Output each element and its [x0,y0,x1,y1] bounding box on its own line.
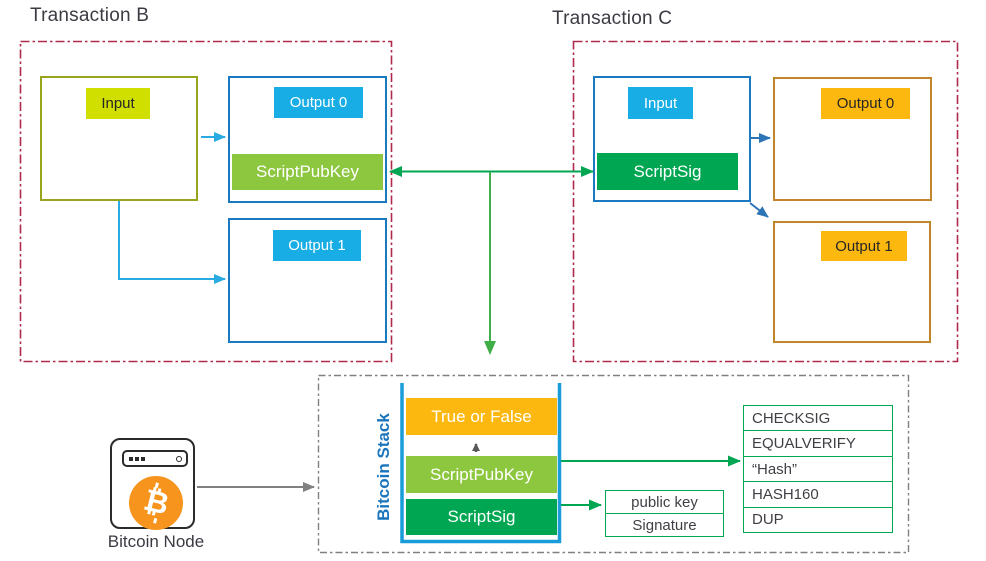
signature-stack-row: public key [631,493,698,511]
server-leds-icon [129,456,145,461]
tx-b-output0-label: Output 0 [274,87,363,118]
arrow-c-input-to-output1 [749,202,769,218]
tx-b-scriptpubkey-label: ScriptPubKey [232,154,383,190]
stack-true-or-false: True or False [406,398,557,435]
transaction-b-title: Transaction B [30,5,150,26]
server-port-icon [176,455,182,462]
tx-c-input-label: Input [628,87,693,119]
bitcoin-stack-title: Bitcoin Stack [374,413,393,521]
arrow-b-input-to-output1 [118,201,226,284]
tx-c-scriptsig-label: ScriptSig [597,153,738,190]
tx-c-output0-label: Output 0 [821,88,910,119]
script-op-row: EQUALVERIFY [744,430,892,455]
signature-stack-row: Signature [606,513,723,536]
bitcoin-node-label: Bitcoin Node [107,532,205,551]
script-op-row: DUP [744,506,892,532]
script-op-row: CHECKSIG [752,409,831,427]
tx-c-output1-label: Output 1 [821,231,907,261]
tx-b-input-label: Input [86,88,150,119]
server-panel-icon [122,450,188,467]
transaction-c-title: Transaction C [552,8,673,29]
bitcoin-symbol: ₿ [140,482,173,523]
stack-scriptpubkey: ScriptPubKey [406,456,557,493]
bitcoin-coin-icon: ₿ [129,476,183,530]
signature-stack-table: public key Signature [605,490,724,537]
script-op-row: HASH160 [744,481,892,506]
script-operations-table: CHECKSIG EQUALVERIFY “Hash” HASH160 DUP [743,405,893,533]
tx-b-output1-label: Output 1 [273,230,361,261]
stack-scriptsig: ScriptSig [406,499,557,535]
script-op-row: “Hash” [744,455,892,481]
